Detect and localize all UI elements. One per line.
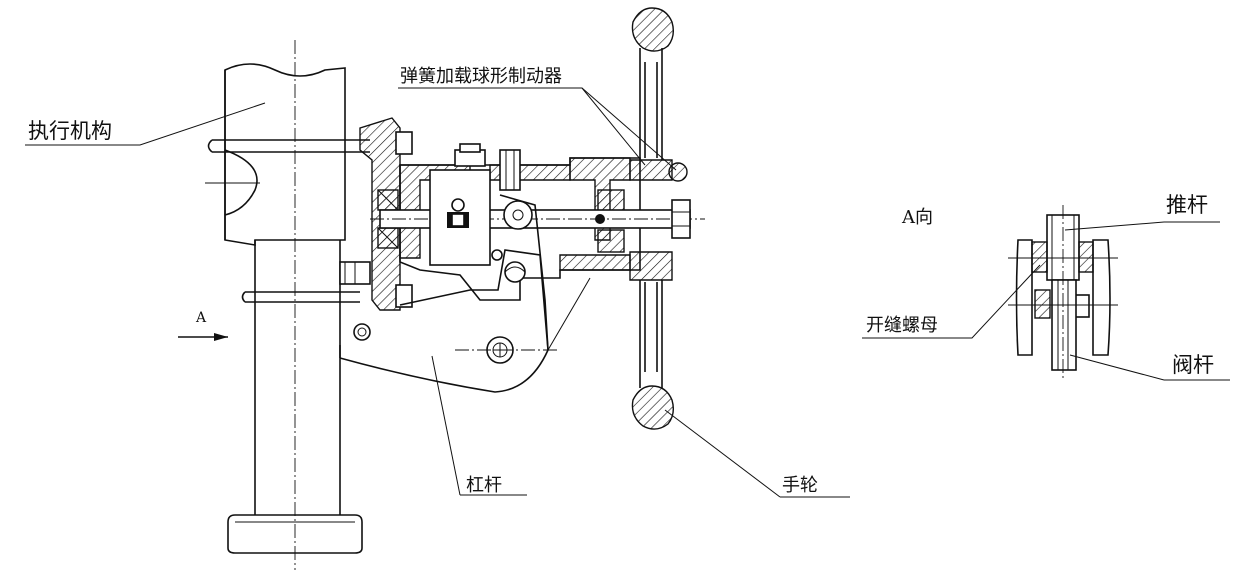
housing: [339, 117, 705, 311]
lever: [339, 194, 591, 393]
label-push-rod: 推杆: [1166, 193, 1208, 217]
label-view-a: A向: [901, 207, 933, 228]
label-handwheel: 手轮: [782, 475, 818, 496]
label-slotted-nut: 开缝螺母: [866, 315, 938, 336]
leader-lines: [25, 87, 1230, 498]
label-actuator: 执行机构: [28, 119, 112, 143]
label-lever: 杠杆: [466, 475, 502, 496]
actuator-body: [205, 40, 370, 570]
label-valve-stem: 阀杆: [1172, 353, 1214, 377]
view-a: [1008, 205, 1118, 380]
label-arrow-a: A: [195, 310, 207, 326]
handwheel: [629, 7, 691, 430]
view-arrow-a: [178, 333, 228, 341]
label-spring-loaded-ball-detent: 弹簧加载球形制动器: [400, 66, 562, 87]
